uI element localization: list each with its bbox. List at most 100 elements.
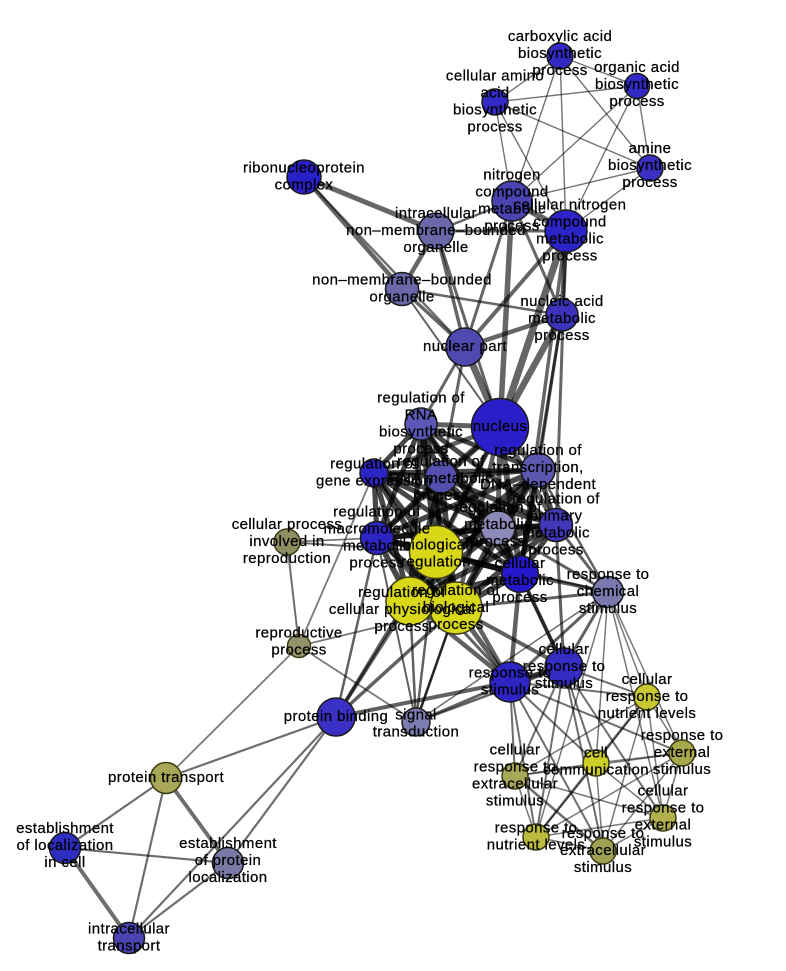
svg-text:process: process (374, 618, 429, 635)
svg-text:nucleus: nucleus (473, 418, 528, 435)
svg-text:response to: response to (474, 758, 557, 775)
svg-text:process: process (428, 616, 483, 633)
svg-text:of protein: of protein (195, 852, 262, 869)
svg-text:process: process (609, 93, 664, 110)
svg-text:response to: response to (523, 658, 606, 675)
svg-text:localization: localization (188, 869, 267, 886)
svg-text:establishment: establishment (179, 835, 277, 852)
svg-text:extracellular: extracellular (472, 775, 558, 792)
svg-text:regulation of: regulation of (377, 389, 465, 406)
svg-text:organelle: organelle (403, 239, 468, 256)
svg-text:process: process (393, 440, 448, 457)
svg-text:non–membrane–bounded: non–membrane–bounded (312, 271, 492, 288)
svg-text:stimulus: stimulus (535, 675, 593, 692)
svg-text:metabolic: metabolic (522, 524, 590, 541)
svg-text:regulation of: regulation of (397, 453, 485, 470)
svg-text:response to: response to (567, 566, 650, 583)
svg-text:transcription,: transcription, (492, 459, 583, 476)
svg-text:nucleic acid: nucleic acid (520, 293, 603, 310)
svg-text:biological: biological (423, 599, 490, 616)
svg-text:metabolic: metabolic (478, 200, 546, 217)
svg-text:protein transport: protein transport (108, 769, 224, 786)
svg-text:cellular: cellular (490, 741, 541, 758)
svg-text:involved in: involved in (249, 533, 324, 550)
svg-text:regulation of: regulation of (358, 584, 446, 601)
svg-text:establishment: establishment (16, 820, 114, 837)
svg-text:communication: communication (543, 761, 649, 778)
svg-text:regulation of: regulation of (454, 499, 542, 516)
svg-text:RNA metabolic: RNA metabolic (389, 470, 494, 487)
svg-text:organelle: organelle (369, 288, 434, 305)
svg-text:cellular amino: cellular amino (446, 67, 544, 84)
svg-text:stimulus: stimulus (579, 600, 637, 617)
svg-text:protein binding: protein binding (284, 708, 388, 725)
svg-text:primary: primary (530, 507, 583, 524)
svg-text:metabolic: metabolic (343, 537, 411, 554)
svg-text:intracellular: intracellular (88, 920, 170, 937)
svg-text:external: external (654, 744, 711, 761)
svg-text:nitrogen: nitrogen (483, 166, 540, 183)
svg-text:cellular nitrogen: cellular nitrogen (514, 196, 627, 213)
svg-text:macromolecule: macromolecule (324, 520, 431, 537)
svg-text:regulation of: regulation of (333, 503, 421, 520)
svg-text:process: process (534, 327, 589, 344)
svg-text:cellular: cellular (495, 555, 546, 572)
svg-text:biosynthetic: biosynthetic (453, 101, 537, 118)
svg-text:metabolic: metabolic (528, 310, 596, 327)
svg-text:ribonucleoprotein: ribonucleoprotein (243, 159, 365, 176)
svg-text:process: process (622, 174, 677, 191)
svg-text:nuclear part: nuclear part (423, 338, 507, 355)
svg-text:intracellular: intracellular (395, 205, 477, 222)
svg-text:carboxylic acid: carboxylic acid (508, 28, 612, 45)
svg-text:cell: cell (584, 744, 608, 761)
svg-text:in cell: in cell (44, 854, 85, 871)
svg-text:gene expression: gene expression (316, 472, 432, 489)
svg-text:metabolic: metabolic (464, 516, 532, 533)
svg-text:cellular process: cellular process (232, 516, 343, 533)
svg-text:signal: signal (395, 706, 437, 723)
svg-text:reproductive: reproductive (255, 624, 342, 641)
svg-text:stimulus: stimulus (653, 761, 711, 778)
svg-text:regulation of: regulation of (330, 455, 418, 472)
svg-text:cellular: cellular (539, 641, 590, 658)
svg-text:process: process (528, 541, 583, 558)
svg-text:stimulus: stimulus (574, 859, 632, 876)
svg-text:process: process (470, 533, 525, 550)
svg-text:process: process (467, 118, 522, 135)
svg-text:regulation of: regulation of (512, 490, 600, 507)
svg-text:compound: compound (533, 213, 606, 230)
svg-text:response to: response to (562, 825, 645, 842)
svg-text:regulation: regulation (401, 553, 471, 570)
svg-text:biosynthetic: biosynthetic (518, 45, 602, 62)
svg-text:process: process (484, 217, 539, 234)
svg-text:process: process (271, 641, 326, 658)
svg-text:cellular: cellular (638, 782, 689, 799)
svg-text:of localization: of localization (17, 837, 114, 854)
svg-text:biosynthetic: biosynthetic (379, 423, 463, 440)
svg-text:biosynthetic: biosynthetic (595, 76, 679, 93)
svg-text:process: process (492, 589, 547, 606)
svg-text:regulation of: regulation of (412, 582, 500, 599)
svg-text:response to: response to (495, 819, 578, 836)
svg-text:process: process (542, 247, 597, 264)
svg-text:biosynthetic: biosynthetic (608, 157, 692, 174)
svg-text:stimulus: stimulus (634, 833, 692, 850)
svg-text:process: process (532, 62, 587, 79)
svg-text:organic acid: organic acid (594, 59, 680, 76)
svg-text:nutrient levels: nutrient levels (598, 705, 697, 722)
svg-text:stimulus: stimulus (486, 792, 544, 809)
svg-text:acid: acid (480, 84, 509, 101)
svg-text:cellular: cellular (622, 671, 673, 688)
svg-text:process: process (413, 487, 468, 504)
svg-text:compound: compound (475, 183, 548, 200)
svg-text:metabolic: metabolic (536, 230, 604, 247)
svg-text:transport: transport (98, 937, 161, 954)
svg-text:process: process (349, 554, 404, 571)
svg-text:cellular physiological: cellular physiological (329, 601, 475, 618)
svg-text:response to: response to (641, 727, 724, 744)
svg-text:chemical: chemical (577, 583, 639, 600)
svg-text:extracellular: extracellular (560, 842, 646, 859)
svg-text:RNA: RNA (405, 406, 438, 423)
svg-text:regulation of: regulation of (494, 442, 582, 459)
svg-text:amine: amine (629, 140, 672, 157)
